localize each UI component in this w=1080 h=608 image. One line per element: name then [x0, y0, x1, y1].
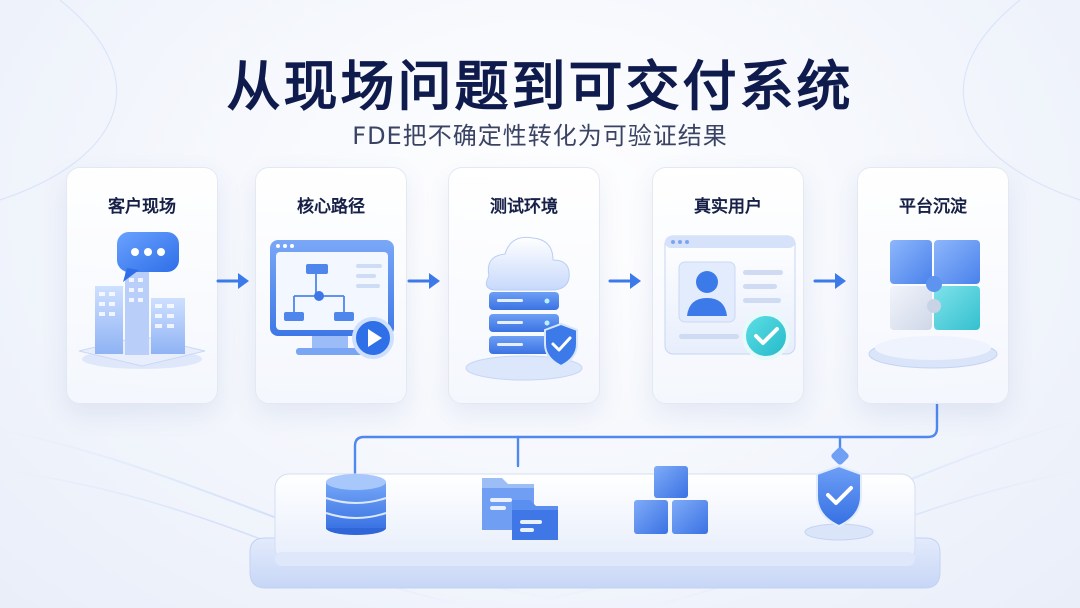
- user-profile-check-icon: [664, 235, 796, 360]
- step-card-platform: 平台沉淀: [857, 167, 1009, 404]
- step-card-real-users: 真实用户: [652, 167, 804, 404]
- shield-check-icon: [804, 464, 874, 541]
- cubes-icon: [634, 466, 708, 534]
- monitor-flowchart-icon: [270, 240, 394, 359]
- puzzle-cubes-icon: [868, 240, 998, 369]
- step-label: 真实用户: [694, 197, 762, 217]
- step-card-core-path: 核心路径: [255, 167, 407, 404]
- flow-arrow-icon: [407, 273, 440, 289]
- step-label: 测试环境: [490, 197, 558, 217]
- database-icon: [325, 474, 387, 535]
- page-title: 从现场问题到可交付系统: [226, 55, 854, 118]
- flow-arrow-icon: [216, 273, 249, 289]
- step-label: 核心路径: [297, 197, 365, 217]
- step-label: 平台沉淀: [899, 197, 967, 217]
- cloud-server-shield-icon: [465, 236, 583, 381]
- office-buildings-chat-icon: [78, 232, 206, 369]
- step-label: 客户现场: [108, 197, 176, 217]
- folders-icon: [482, 478, 558, 540]
- flow-arrow-icon: [813, 273, 846, 289]
- step-card-test-env: 测试环境: [448, 167, 600, 404]
- page-subtitle: FDE把不确定性转化为可验证结果: [352, 122, 728, 150]
- flow-arrow-icon: [608, 273, 641, 289]
- platform-base: [249, 473, 941, 589]
- step-card-customer-site: 客户现场: [66, 167, 218, 404]
